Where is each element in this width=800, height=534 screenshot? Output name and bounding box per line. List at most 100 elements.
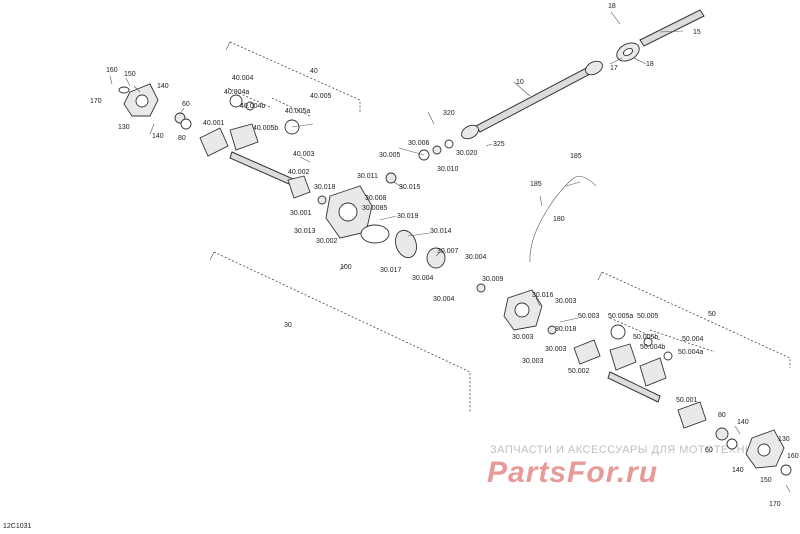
label-140-right-b: 140	[732, 467, 744, 474]
label-140-left-b: 140	[152, 133, 164, 140]
label-40-002: 40.002	[288, 169, 310, 176]
right-cap	[780, 464, 792, 476]
label-50-002: 50.002	[568, 368, 590, 375]
right-ring-80	[726, 438, 738, 450]
label-30-010: 30.010	[437, 166, 459, 173]
label-40-003: 40.003	[293, 151, 315, 158]
label-140-right-a: 140	[737, 419, 749, 426]
label-60-right: 60	[705, 447, 713, 454]
label-30-002: 30.002	[316, 238, 338, 245]
label-80-right: 80	[718, 412, 726, 419]
ring-gear	[395, 229, 417, 259]
label-30-006: 30.006	[408, 140, 430, 147]
leader-lines	[109, 11, 791, 493]
label-40-004: 40.004	[232, 75, 254, 82]
label-50-004: 50.004	[682, 336, 704, 343]
label-50-004b: 50.004b	[640, 344, 665, 351]
label-170-left: 170	[90, 98, 102, 105]
left-cv-boot	[229, 123, 259, 151]
label-40: 40	[310, 68, 318, 75]
diff-bearing-right	[476, 283, 486, 293]
bracket-group-40-tick	[225, 41, 231, 51]
bracket-group-30	[213, 251, 471, 412]
pinion-gear	[385, 172, 397, 184]
left-ring-80	[180, 118, 192, 130]
label-150-right: 150	[760, 477, 772, 484]
label-30-018-right: 30.018	[555, 326, 577, 333]
left-cap	[118, 86, 130, 94]
label-10: 10	[516, 79, 524, 86]
label-185-side: 185	[530, 181, 542, 188]
label-30-014: 30.014	[430, 228, 452, 235]
label-160-left: 160	[106, 67, 118, 74]
label-80-left: 80	[178, 135, 186, 142]
front-u-joint	[461, 124, 479, 140]
left-clamp-small	[245, 101, 255, 111]
right-cv-boot-inner	[609, 343, 637, 371]
bracket-50005	[609, 317, 661, 341]
label-150-left: 150	[124, 71, 136, 78]
label-30-019: 30.019	[397, 213, 419, 220]
label-40-001: 40.001	[203, 120, 225, 127]
label-30-016: 30.016	[532, 292, 554, 299]
bracket-50004	[649, 329, 716, 353]
vent-hose	[529, 176, 597, 263]
label-30: 30	[284, 322, 292, 329]
label-320: 320	[443, 110, 455, 117]
right-clamp-small	[643, 337, 653, 347]
label-50-004a: 50.004a	[678, 349, 703, 356]
watermark-logo: PartsFor.ru	[487, 456, 658, 489]
bracket-group-30-tick	[209, 251, 215, 261]
label-30-003-d: 30.003	[522, 358, 544, 365]
label-30-015: 30.015	[399, 184, 421, 191]
label-30-013: 30.013	[294, 228, 316, 235]
label-18-top: 18	[608, 3, 616, 10]
label-40-004b: 40.004b	[240, 103, 265, 110]
right-diff-seal	[547, 325, 557, 335]
right-seal-60	[715, 427, 729, 441]
diff-o-ring	[360, 224, 390, 244]
bracket-40004	[227, 87, 273, 109]
label-185-top: 185	[570, 153, 582, 160]
label-40-005b: 40.005b	[253, 125, 278, 132]
label-30-001: 30.001	[290, 210, 312, 217]
label-140-left-a: 140	[157, 83, 169, 90]
right-axle-shaft	[607, 371, 661, 403]
label-30-004-b: 30.004	[412, 275, 434, 282]
label-30-008: 30.008	[365, 195, 387, 202]
label-160-right: 160	[787, 453, 799, 460]
diff-carrier	[426, 247, 446, 269]
diff-bearing-left	[317, 195, 327, 205]
callout-labels: 18 15 17 18 10 160 150 170 140 130 140 6…	[90, 3, 799, 508]
bracket-40005	[271, 97, 311, 117]
left-clamp-large	[229, 94, 243, 108]
label-30-011: 30.011	[357, 173, 378, 180]
right-cv-joint-outer	[677, 401, 707, 429]
right-clamp-large	[610, 324, 626, 340]
right-knuckle-bore	[757, 443, 771, 457]
label-50-005a: 50.005a	[608, 313, 633, 320]
label-30-009: 30.009	[482, 276, 504, 283]
bracket-group-50-tick	[597, 271, 603, 281]
rear-u-joint	[585, 60, 603, 76]
label-100: 100	[340, 264, 352, 271]
diff-housing-right-bore	[514, 302, 530, 318]
left-knuckle-bore	[135, 94, 149, 108]
label-30-018-left: 30.018	[314, 184, 336, 191]
label-17: 17	[610, 65, 618, 72]
label-30-003-b: 30.003	[512, 334, 534, 341]
label-60-left: 60	[182, 101, 190, 108]
label-30-005: 30.005	[379, 152, 401, 159]
label-130-left: 130	[118, 124, 130, 131]
bracket-group-50	[601, 271, 791, 368]
diff-housing-bore	[338, 202, 358, 222]
label-50-001: 50.001	[676, 397, 698, 404]
label-180: 180	[553, 216, 565, 223]
label-50-005: 50.005	[637, 313, 659, 320]
label-30-003-a: 30.003	[555, 298, 577, 305]
right-cv-joint-inner	[573, 339, 601, 365]
label-18-bearing: 18	[646, 61, 654, 68]
label-30-017: 30.017	[380, 267, 402, 274]
